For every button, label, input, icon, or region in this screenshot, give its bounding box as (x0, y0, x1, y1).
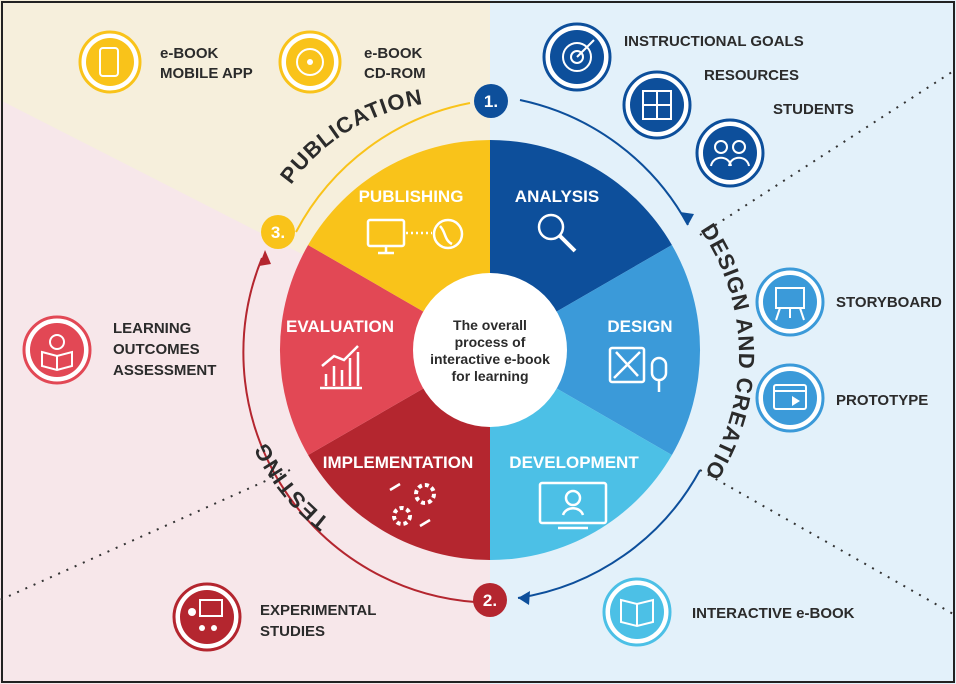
cd-hole (307, 59, 313, 65)
divider-top-right (699, 69, 956, 236)
learning-outcomes-line-2: OUTCOMES (113, 341, 200, 358)
prototype-inner (763, 371, 817, 425)
label-implementation: IMPLEMENTATION (323, 453, 473, 472)
divider-bottom-right (699, 469, 956, 616)
student-head-2 (732, 140, 746, 154)
cd-disc-icon (296, 48, 324, 76)
book-shape (41, 350, 73, 372)
learning-outcomes-line-3: ASSESSMENT (113, 362, 216, 379)
step-2-label: 2. (483, 591, 497, 610)
play-icon (792, 396, 800, 406)
instructional-goals-group: INSTRUCTIONAL GOALS (542, 22, 804, 92)
arrow-head-step3 (259, 250, 271, 266)
ebook-cdrom-group: e-BOOK CD-ROM (278, 30, 426, 94)
step-2-badge (473, 583, 507, 617)
easel-legs (775, 307, 805, 321)
presenter-head (188, 608, 196, 616)
label-analysis: ANALYSIS (515, 187, 599, 206)
arc-line-blue-bottom (517, 469, 701, 599)
center-line-3: interactive e-book (430, 351, 550, 367)
presentation-icon (199, 599, 223, 617)
screen-user-icon (538, 481, 608, 530)
label-design: DESIGN (607, 317, 672, 336)
arc-line-blue-top (519, 99, 689, 226)
prototype-label: PROTOTYPE (836, 392, 928, 409)
learning-outcomes-line-1: LEARNING (113, 320, 191, 337)
monitor-globe-icon (366, 218, 464, 255)
ebook-mobile-line-2: MOBILE APP (160, 65, 253, 82)
arc-line-yellow (295, 102, 471, 233)
center-line-2: process of (455, 334, 526, 350)
magnifier-icon (537, 213, 577, 253)
experimental-studies-group: EXPERIMENTAL STUDIES (172, 582, 376, 652)
storyboard-inner (763, 275, 817, 329)
resources-group: RESOURCES (622, 67, 799, 140)
prototype-group: PROTOTYPE (755, 363, 928, 433)
process-wheel (279, 139, 701, 560)
students-bodies (710, 156, 750, 167)
students-inner (703, 126, 757, 180)
step-3-badge (261, 215, 295, 249)
target-icon (562, 42, 592, 72)
target-arrow (576, 39, 595, 58)
step-3-label: 3. (271, 223, 285, 242)
interactive-ebook-group: INTERACTIVE e-BOOK (602, 577, 855, 647)
students-group: STUDENTS (695, 101, 854, 188)
experimental-line-1: EXPERIMENTAL (260, 602, 376, 619)
resources-label: RESOURCES (704, 67, 799, 84)
arc-line-red (242, 257, 476, 603)
students-label: STUDENTS (773, 101, 854, 118)
segment-design[interactable] (490, 245, 701, 455)
storyboard-label: STORYBOARD (836, 294, 942, 311)
arrow-head-analysis (680, 212, 694, 225)
ebook-mobile-app-group: e-BOOK MOBILE APP (78, 30, 253, 94)
step-1-badge (474, 84, 508, 118)
students-icon (714, 140, 728, 154)
bar-chart-icon (320, 345, 362, 390)
ebook-cd-line-2: CD-ROM (364, 65, 426, 82)
label-evaluation: EVALUATION (286, 317, 394, 336)
browser-window-icon (773, 384, 807, 410)
label-publishing: PUBLISHING (359, 187, 464, 206)
arrow-head-step2 (518, 591, 530, 605)
label-development: DEVELOPMENT (509, 453, 639, 472)
gears-icon (389, 482, 436, 528)
audience-head-1 (199, 625, 205, 631)
segment-evaluation[interactable] (279, 245, 490, 455)
experimental-line-2: STUDIES (260, 623, 325, 640)
center-line-1: The overall (453, 317, 527, 333)
storyboard-group: STORYBOARD (755, 267, 942, 337)
pencil-ruler-mouse-icon (608, 346, 668, 392)
ebook-mobile-inner (86, 38, 134, 86)
step-1-label: 1. (484, 92, 498, 111)
ebook-cd-line-1: e-BOOK (364, 45, 423, 62)
ebook-mobile-line-1: e-BOOK (160, 45, 219, 62)
open-book-icon (620, 598, 654, 628)
audience-head-2 (211, 625, 217, 631)
mobile-phone-icon (99, 47, 119, 77)
target-inner-ring (570, 50, 584, 64)
instructional-goals-label: INSTRUCTIONAL GOALS (624, 33, 804, 50)
interactive-ebook-label: INTERACTIVE e-BOOK (692, 605, 855, 622)
center-line-4: for learning (451, 368, 528, 384)
learning-outcomes-group: LEARNING OUTCOMES ASSESSMENT (22, 315, 216, 385)
lightbulb-book-icon (49, 334, 65, 350)
center-circle (413, 273, 567, 427)
